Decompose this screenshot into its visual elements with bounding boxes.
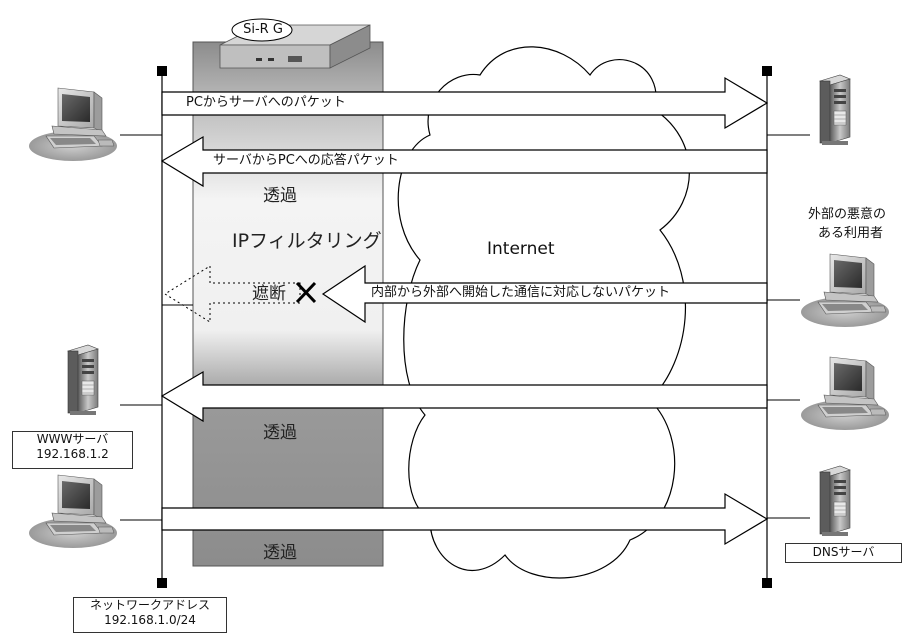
pc-icon: [800, 356, 890, 431]
server-icon: [67, 344, 99, 416]
malicious-user-label-line1: 外部の悪意の: [808, 207, 887, 222]
network-label: ネットワークアドレス: [89, 598, 210, 612]
arrow-blocked-packet: [321, 264, 768, 324]
zone-pass-label-3: 透過: [263, 543, 297, 563]
pc-icon: [800, 253, 890, 328]
pc-icon: [28, 87, 118, 162]
line-end-marker: [157, 66, 167, 76]
zone-pass-label-2: 透過: [263, 423, 297, 443]
arrow-pc-to-server: [161, 76, 769, 130]
arrow-server-to-pc: [160, 135, 768, 188]
arrow-blocked-ghost: [164, 265, 301, 323]
zone-filter-label: IPフィルタリング: [232, 230, 382, 252]
server-icon: [819, 74, 851, 146]
dns-server-label: DNSサーバ: [785, 543, 902, 563]
router-name: Si-R G: [243, 22, 283, 37]
internet-label: Internet: [487, 239, 555, 259]
router-name-badge: [231, 18, 293, 42]
line-end-marker: [157, 578, 167, 588]
malicious-user-label-line2: ある利用者: [818, 226, 884, 241]
www-server-ip: 192.168.1.2: [36, 447, 109, 461]
cloud-icon: [397, 46, 690, 579]
www-server-label: WWWサーバ 192.168.1.2: [12, 431, 133, 469]
www-server-name: WWWサーバ: [36, 432, 109, 446]
line-end-marker: [762, 578, 772, 588]
pc-icon: [28, 474, 118, 549]
network-address-label: ネットワークアドレス 192.168.1.0/24: [73, 597, 227, 633]
arrow-pc-to-dns: [161, 492, 769, 546]
block-x-icon: [295, 281, 317, 304]
line-end-marker: [762, 66, 772, 76]
zone-block-label: 遮断: [252, 284, 286, 304]
router-icon: [219, 18, 371, 69]
arrow-label-server-to-pc: サーバからPCへの応答パケット: [213, 153, 399, 168]
arrow-label-pc-to-server: PCからサーバへのパケット: [186, 95, 346, 110]
server-icon: [819, 465, 851, 537]
network-address: 192.168.1.0/24: [104, 613, 196, 627]
arrow-label-blocked-packet: 内部から外部へ開始した通信に対応しないパケット: [371, 285, 671, 300]
arrow-external-to-www: [160, 370, 768, 423]
zone-pass-label-1: 透過: [263, 186, 297, 206]
